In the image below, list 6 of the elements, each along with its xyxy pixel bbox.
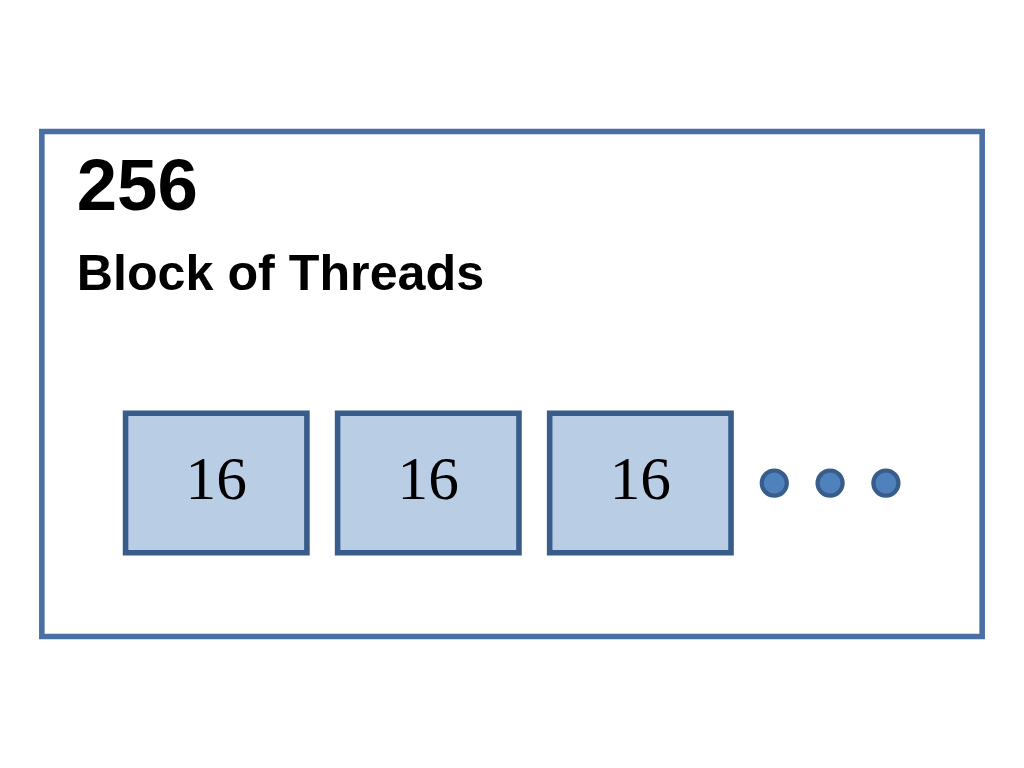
node-box: 16 <box>334 410 522 556</box>
node-box: 16 <box>546 410 734 556</box>
node-box: 16 <box>122 410 310 556</box>
node-circle <box>759 468 789 498</box>
node-circle <box>815 468 845 498</box>
node-circle <box>871 468 901 498</box>
